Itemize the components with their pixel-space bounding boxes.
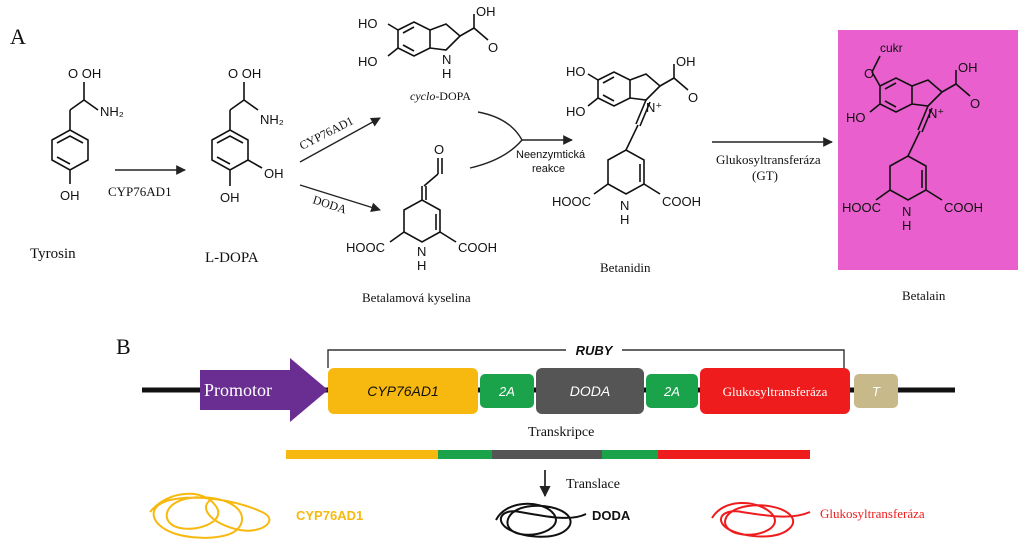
ruby-label: RUBY (576, 343, 614, 358)
betanidin-n: N (620, 198, 629, 213)
enzyme-cyp-label: CYP76AD1 (108, 184, 172, 199)
translace-label: Translace (566, 477, 620, 492)
mrna-cyp-segment (286, 450, 438, 459)
promotor-label: Promotor (204, 380, 272, 400)
panel-b-label: B (116, 334, 131, 359)
cyclodopa-structure (387, 14, 489, 57)
gene-doda-label: DODA (570, 383, 610, 399)
gene-2a-label-1: 2A (498, 384, 515, 399)
tyrosin-structure (51, 82, 99, 184)
transkripce-label: Transkripce (528, 425, 594, 440)
enzyme-doda-label: DODA (311, 193, 349, 217)
betanidin-ho2: HO (566, 104, 586, 119)
arrow-converge-curve-bottom (469, 139, 523, 169)
ruby-label-bg (566, 340, 622, 360)
betanidin-h: H (620, 212, 629, 227)
gene-t-label: T (872, 384, 881, 399)
betalain-ho: HO (846, 110, 866, 125)
tyrosin-oh: OH (60, 188, 80, 203)
ldopa-structure (211, 82, 263, 186)
mrna-glu-segment (658, 450, 810, 459)
gene-glu-label: Glukosyltransferáza (723, 384, 828, 399)
mrna-2a-segment-1 (438, 450, 492, 459)
tyrosin-acid: O OH (68, 66, 101, 81)
betalain-n: N (902, 204, 911, 219)
betalain-nplus: N⁺ (928, 106, 944, 121)
betanidin-oh: OH (676, 54, 696, 69)
betanidin-hooc: HOOC (552, 194, 591, 209)
betalamova-structure (389, 158, 457, 243)
mrna-doda-segment (492, 450, 602, 459)
betalain-highlight-box (838, 30, 1018, 270)
gene-2a-block-1 (480, 374, 534, 408)
betanidin-structure (587, 64, 689, 195)
protein-glu-label: Glukosyltransferáza (820, 506, 925, 521)
betalain-cooh: COOH (944, 200, 983, 215)
ldopa-name: L-DOPA (205, 250, 259, 266)
neenzymaticka-line2: reakce (532, 163, 565, 175)
neenzymaticka-line1: Neenzymtická (516, 149, 586, 161)
panel-a-label: A (10, 24, 26, 49)
tyrosin-amine: NH₂ (100, 104, 124, 119)
gene-2a-label-2: 2A (663, 384, 680, 399)
gene-2a-block-2 (646, 374, 698, 408)
ldopa-oh1: OH (264, 166, 284, 181)
mrna-2a-segment-2 (602, 450, 658, 459)
cyclodopa-oh: OH (476, 4, 496, 19)
cyclodopa-ho2: HO (358, 54, 378, 69)
protein-cyp-scribble (149, 492, 271, 539)
betanidin-cooh: COOH (662, 194, 701, 209)
betalamova-cooh: COOH (458, 240, 497, 255)
betalamova-h: H (417, 258, 426, 273)
betalain-h: H (902, 218, 911, 233)
betalamova-name: Betalamová kyselina (362, 290, 471, 305)
ldopa-acid: O OH (228, 66, 261, 81)
betalain-oh: OH (958, 60, 978, 75)
arrow-ldopa-betalamova (299, 184, 381, 213)
betalain-o: O (970, 96, 980, 111)
arrow-ldopa-cyclodopa (299, 117, 381, 163)
ldopa-amine: NH₂ (260, 112, 284, 127)
gt-label-line1: Glukosyltransferáza (716, 152, 821, 167)
betalain-name: Betalain (902, 288, 946, 303)
betalamova-o: O (434, 142, 444, 157)
betalain-o-ether: O (864, 66, 874, 81)
betalamova-n: N (417, 244, 426, 259)
arrow-converge-curve-top (477, 111, 523, 141)
gene-t-block (854, 374, 898, 408)
gene-cyp-label: CYP76AD1 (367, 383, 439, 399)
cyclodopa-h: H (442, 66, 451, 81)
betalamova-hooc: HOOC (346, 240, 385, 255)
protein-glu-scribble (711, 501, 811, 538)
promotor-arrow (200, 358, 328, 422)
ldopa-oh2: OH (220, 190, 240, 205)
protein-doda-scribble (495, 502, 587, 538)
betanidin-nplus: N⁺ (646, 100, 662, 115)
betanidin-name: Betanidin (600, 260, 651, 275)
betalain-structure (869, 55, 971, 201)
cyclodopa-ho1: HO (358, 16, 378, 31)
tyrosin-name: Tyrosin (30, 246, 76, 262)
cyclodopa-o: O (488, 40, 498, 55)
betanidin-o: O (688, 90, 698, 105)
betanidin-ho1: HO (566, 64, 586, 79)
gt-label-line2: (GT) (752, 168, 778, 183)
protein-cyp-label: CYP76AD1 (296, 508, 363, 523)
cyclodopa-n: N (442, 52, 451, 67)
protein-doda-label: DODA (592, 508, 631, 523)
gene-glu-block (700, 368, 850, 414)
gene-cyp-block (328, 368, 478, 414)
betalain-cukr: cukr (880, 41, 903, 55)
gene-doda-block (536, 368, 644, 414)
betalain-hooc: HOOC (842, 200, 881, 215)
cyclodopa-name: cyclo-DOPA (410, 89, 471, 103)
